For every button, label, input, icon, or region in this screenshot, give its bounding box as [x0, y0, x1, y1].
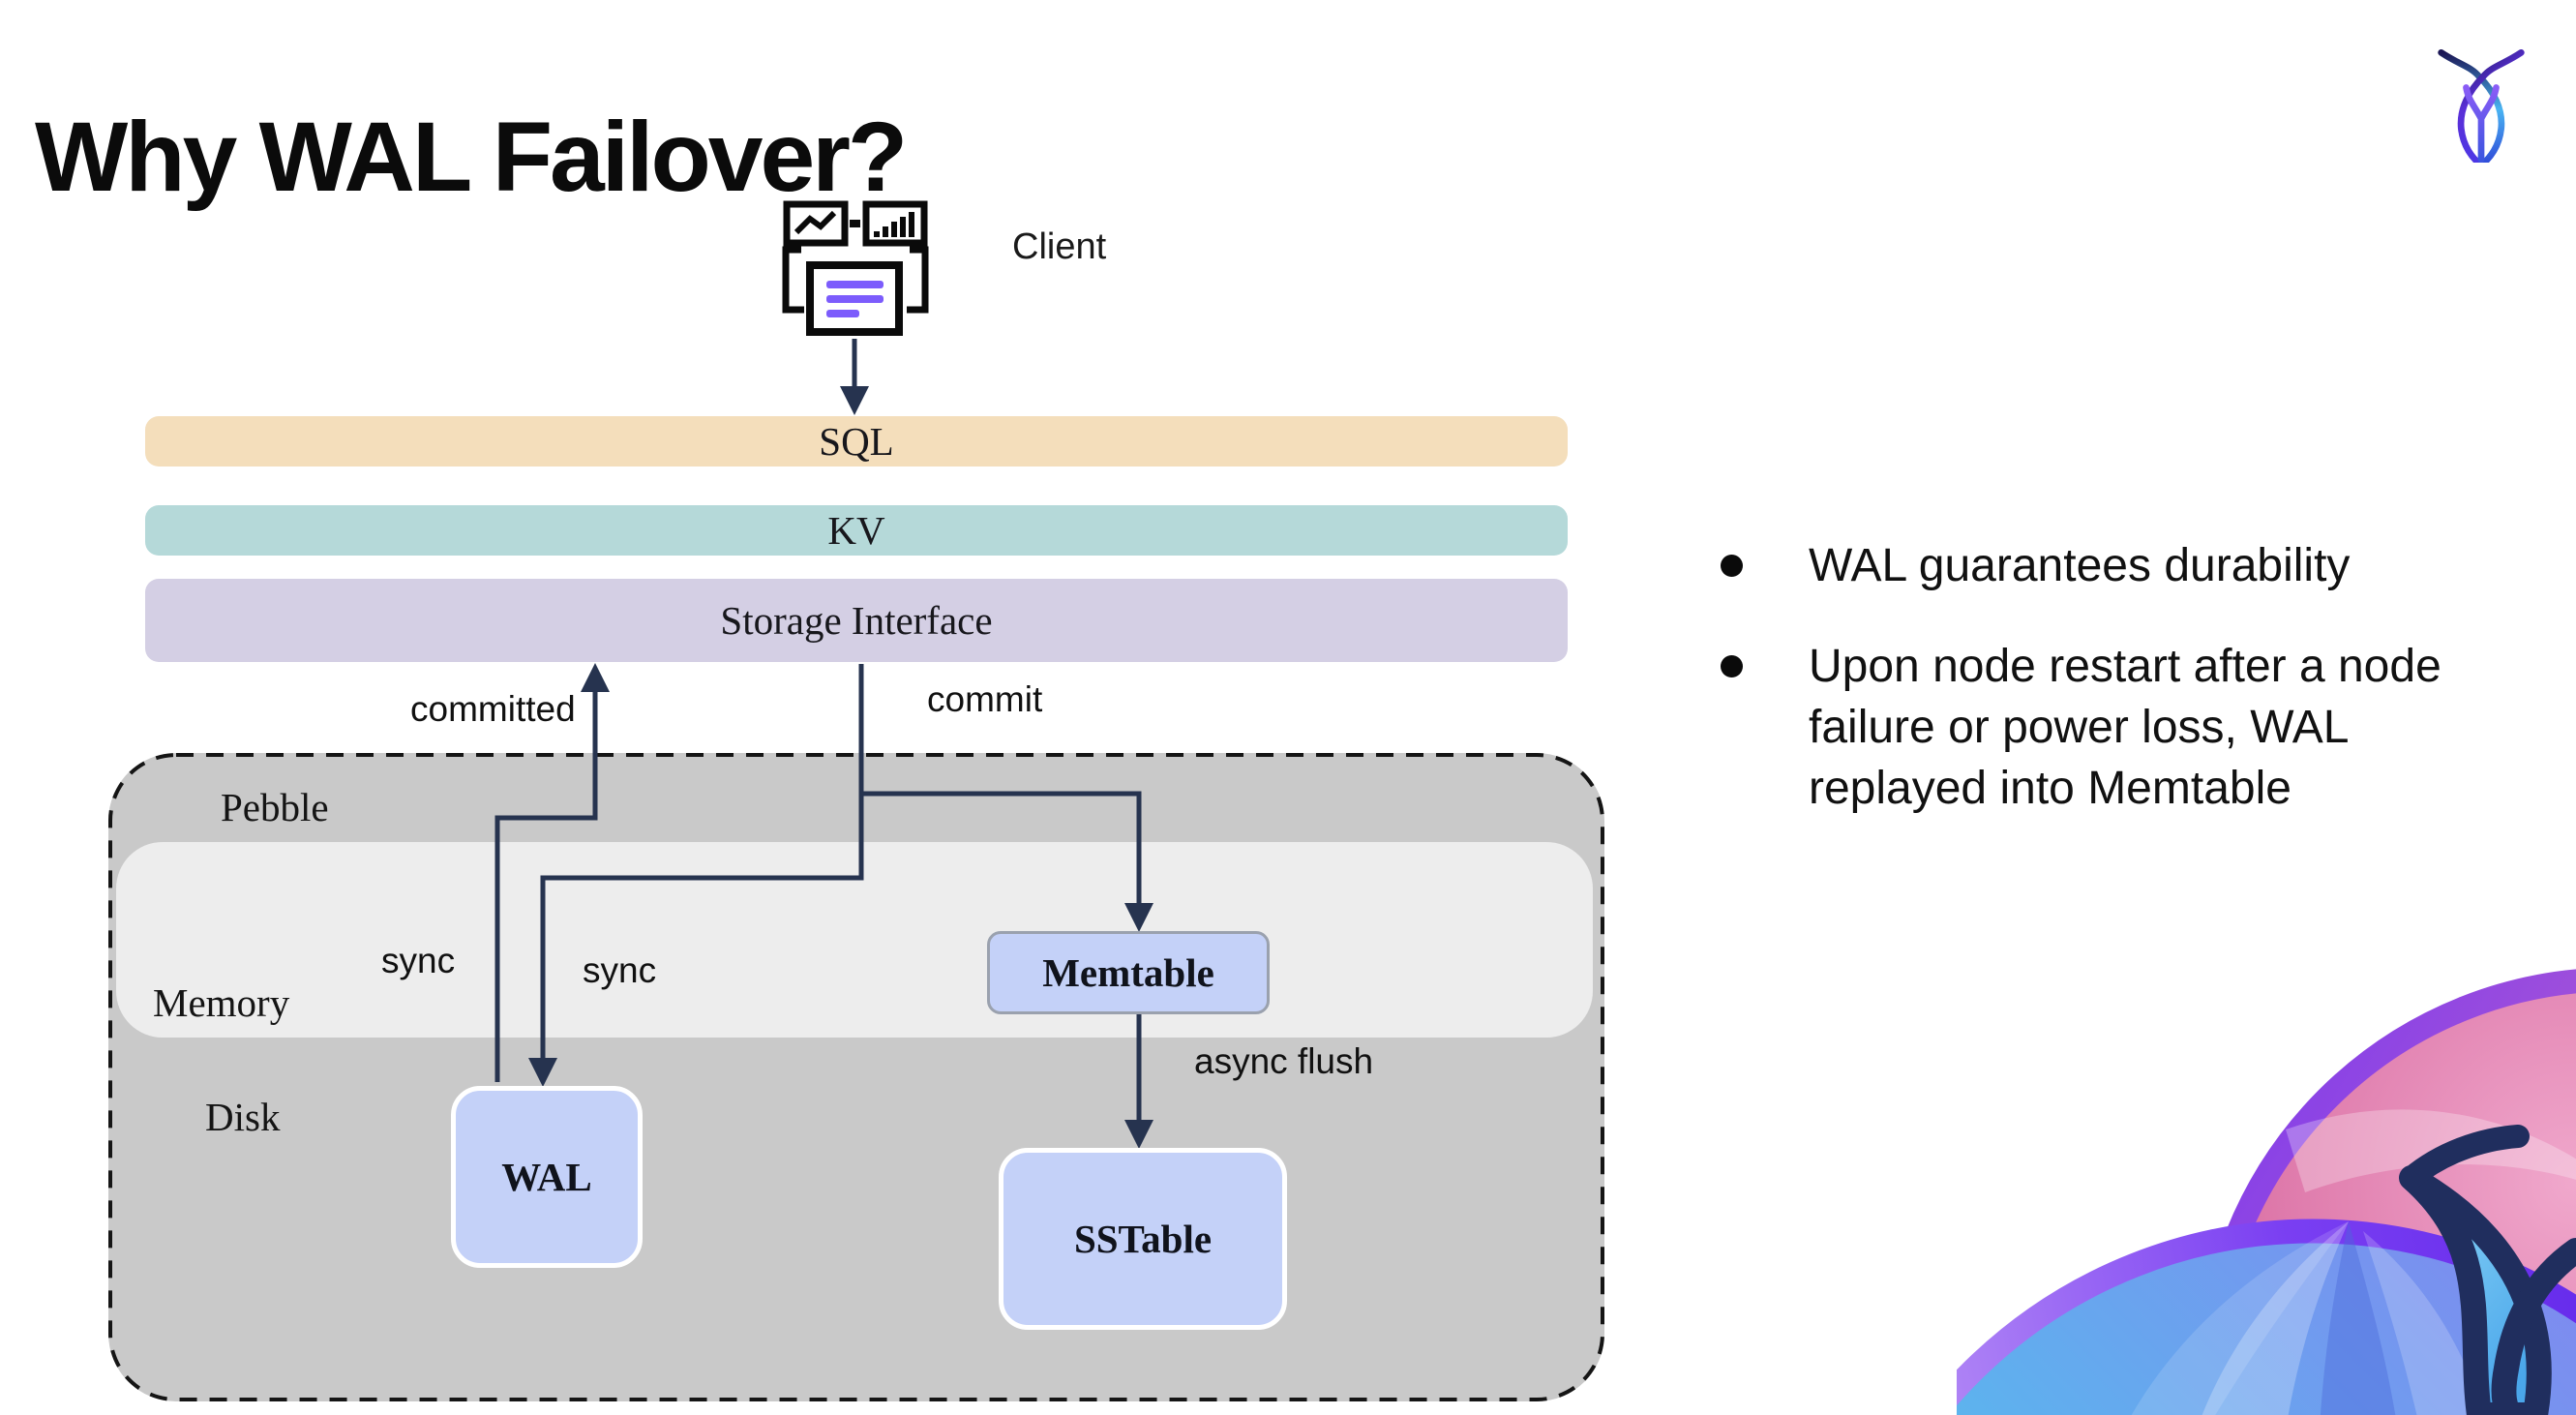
- bullet-text: Upon node restart after a node failure o…: [1809, 641, 2441, 814]
- memory-label: Memory: [153, 980, 290, 1025]
- layer-sql-label: SQL: [819, 419, 894, 464]
- edge-committed: [494, 663, 610, 1082]
- bullet-list: WAL guarantees durability Upon node rest…: [1708, 535, 2463, 858]
- edge-label-committed: committed: [410, 689, 576, 729]
- memtable-box: Memtable: [987, 931, 1270, 1014]
- disk-label: Disk: [205, 1095, 281, 1139]
- pebble-label: Pebble: [221, 785, 329, 829]
- page-title: Why WAL Failover?: [35, 102, 908, 213]
- edge-label-commit: commit: [927, 679, 1043, 719]
- dash-glyph: [850, 220, 860, 227]
- edge-label-sync-right: sync: [583, 950, 657, 990]
- layer-kv: KV: [145, 505, 1568, 556]
- pebble-dashed-border: [108, 753, 1604, 1401]
- bullet-item: Upon node restart after a node failure o…: [1708, 636, 2463, 819]
- wal-box: WAL: [451, 1086, 643, 1268]
- bullet-item: WAL guarantees durability: [1708, 535, 2463, 596]
- layer-kv-label: KV: [827, 508, 885, 553]
- client-icon: [782, 200, 929, 336]
- brand-artwork: [1957, 969, 2576, 1415]
- bullet-dot: [1721, 555, 1743, 577]
- edge-label-async-flush: async flush: [1194, 1041, 1374, 1081]
- memory-band: [116, 842, 1593, 1038]
- layer-storage-interface: Storage Interface: [145, 579, 1568, 662]
- edge-commit-to-memtable: [861, 791, 1153, 932]
- layer-sql: SQL: [145, 416, 1568, 467]
- memtable-label: Memtable: [1042, 950, 1214, 995]
- sstable-box: SSTable: [999, 1148, 1287, 1330]
- bullet-text: WAL guarantees durability: [1809, 540, 2351, 591]
- client-label: Client: [1012, 226, 1107, 267]
- edge-commit-to-wal: [528, 664, 864, 1087]
- edge-label-sync-left: sync: [381, 941, 456, 980]
- bullet-dot: [1721, 655, 1743, 677]
- wal-label: WAL: [501, 1155, 592, 1199]
- sstable-label: SSTable: [1073, 1217, 1213, 1261]
- layer-storage-label: Storage Interface: [720, 598, 993, 643]
- cockroachdb-logo-icon: [2438, 48, 2525, 163]
